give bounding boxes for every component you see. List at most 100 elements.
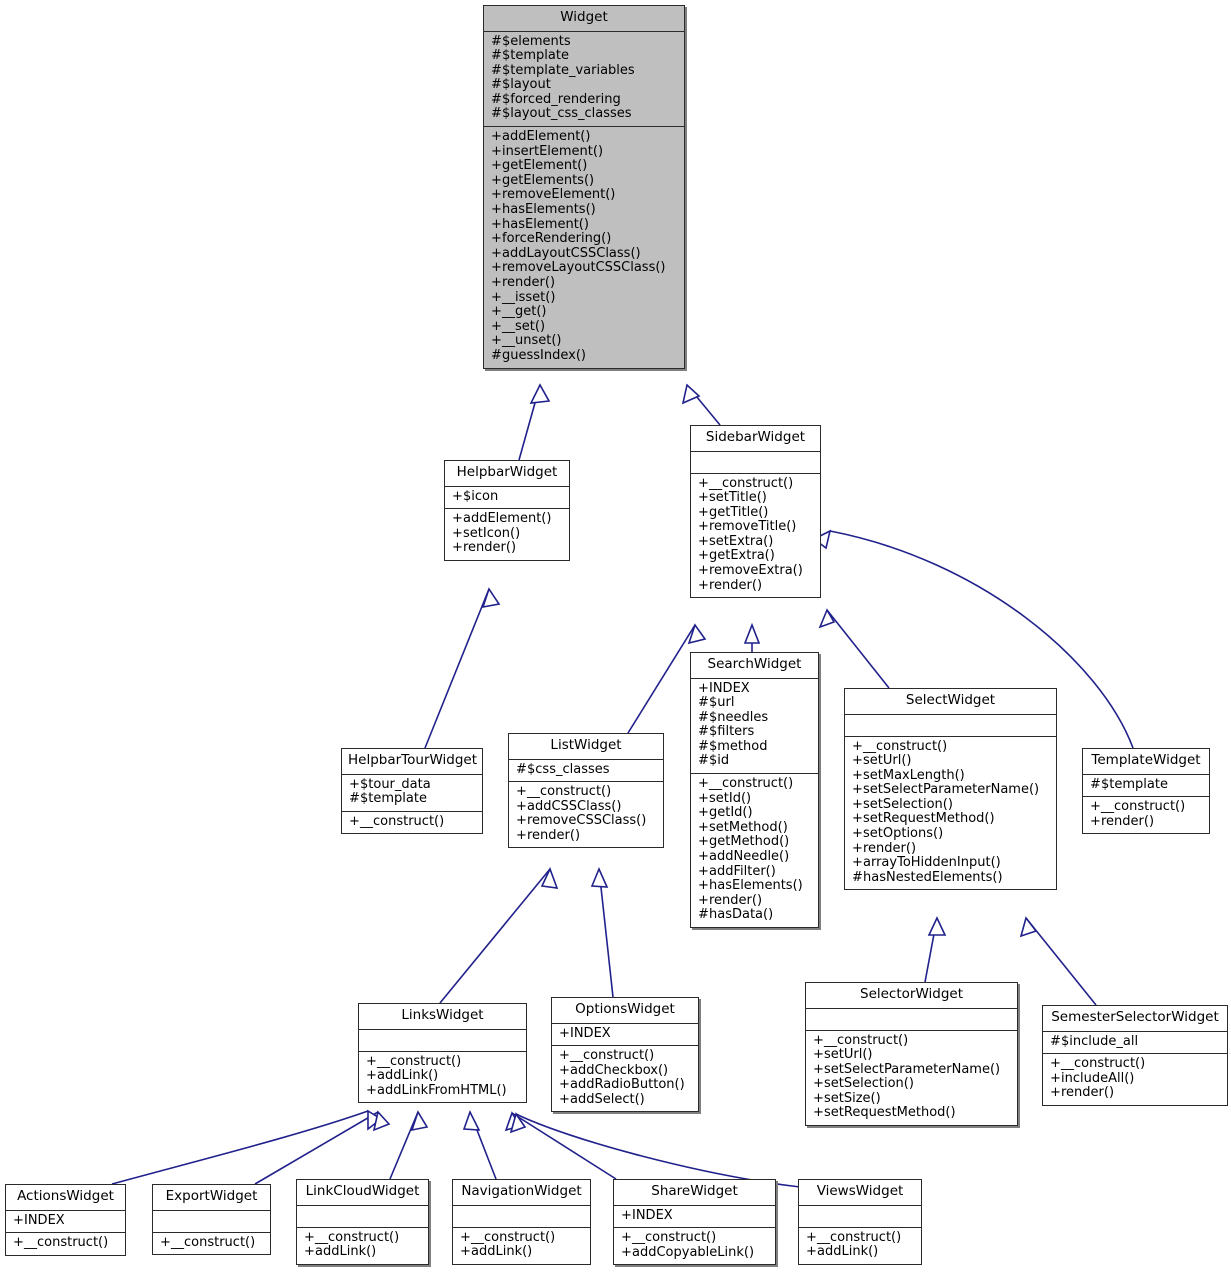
class-box-selectwidget[interactable]: SelectWidget +__construct() +setUrl() +s… bbox=[844, 688, 1057, 891]
arrowhead-select bbox=[818, 608, 836, 629]
class-box-helpbarwidget[interactable]: HelpbarWidget +$icon +addElement() +setI… bbox=[444, 460, 570, 561]
method-row: +addCopyableLink() bbox=[621, 1244, 755, 1260]
divider bbox=[691, 472, 820, 474]
attribute-row: #$layout bbox=[491, 77, 551, 93]
method-row: +__unset() bbox=[491, 333, 562, 349]
method-row: +removeCSSClass() bbox=[516, 813, 647, 829]
method-row: +__construct() bbox=[852, 738, 948, 754]
attribute-row: #$css_classes bbox=[516, 761, 610, 777]
method-row: +addElement() bbox=[452, 511, 552, 527]
divider bbox=[453, 1204, 590, 1206]
divider bbox=[153, 1209, 270, 1211]
method-row: +__construct() bbox=[621, 1230, 717, 1246]
class-name-helpbartourwidget: HelpbarTourWidget bbox=[348, 752, 478, 768]
divider bbox=[806, 1029, 1017, 1031]
class-name-linkcloudwidget: LinkCloudWidget bbox=[305, 1183, 420, 1199]
class-name-navigationwidget: NavigationWidget bbox=[461, 1183, 582, 1199]
divider bbox=[153, 1231, 270, 1233]
class-box-viewswidget[interactable]: ViewsWidget +__construct() +addLink() bbox=[798, 1179, 922, 1265]
attribute-row: #$elements bbox=[491, 33, 571, 49]
class-box-navigationwidget[interactable]: NavigationWidget +__construct() +addLink… bbox=[452, 1179, 591, 1265]
class-name-exportwidget: ExportWidget bbox=[165, 1188, 258, 1204]
divider bbox=[453, 1226, 590, 1228]
divider bbox=[6, 1232, 125, 1234]
method-row: +addSelect() bbox=[559, 1091, 645, 1107]
arrowhead-search bbox=[743, 622, 761, 644]
methods-compartment-selectorwidget: +__construct() +setUrl() +setSelectParam… bbox=[806, 1031, 1017, 1126]
method-row: +setRequestMethod() bbox=[813, 1105, 956, 1121]
divider bbox=[509, 758, 663, 760]
class-box-searchwidget[interactable]: SearchWidget +INDEX #$url #$needles #$fi… bbox=[690, 652, 819, 929]
divider bbox=[6, 1209, 125, 1211]
methods-compartment-actionswidget: +__construct() bbox=[6, 1233, 125, 1255]
class-box-linkcloudwidget[interactable]: LinkCloudWidget +__construct() +addLink(… bbox=[296, 1179, 429, 1265]
methods-compartment-linkswidget: +__construct() +addLink() +addLinkFromHT… bbox=[359, 1052, 526, 1103]
class-box-listwidget[interactable]: ListWidget #$css_classes +__construct() … bbox=[508, 733, 664, 849]
divider bbox=[552, 1022, 698, 1024]
divider bbox=[359, 1028, 526, 1030]
class-name-widget: Widget bbox=[560, 9, 608, 25]
divider bbox=[445, 485, 569, 487]
divider bbox=[342, 773, 482, 775]
class-name-linkswidget: LinksWidget bbox=[401, 1007, 484, 1023]
methods-compartment-sidebarwidget: +__construct() +setTitle() +getTitle() +… bbox=[691, 474, 820, 598]
attribute-row: #$method bbox=[698, 738, 768, 754]
class-box-widget[interactable]: Widget #$elements #$template #$template_… bbox=[483, 5, 685, 369]
divider bbox=[614, 1204, 775, 1206]
method-row: +setUrl() bbox=[813, 1047, 873, 1063]
attribute-row: #$template bbox=[491, 48, 569, 64]
edge-select-to-sidebar bbox=[826, 609, 890, 689]
attribute-row: +INDEX bbox=[13, 1212, 65, 1228]
edge-semesterselector-to-select bbox=[1025, 917, 1097, 1006]
method-row: +getMethod() bbox=[698, 834, 790, 850]
attributes-compartment-listwidget: #$css_classes bbox=[509, 760, 663, 782]
class-name-actionswidget: ActionsWidget bbox=[17, 1188, 114, 1204]
class-box-linkswidget[interactable]: LinksWidget +__construct() +addLink() +a… bbox=[358, 1003, 527, 1104]
class-box-selectorwidget[interactable]: SelectorWidget +__construct() +setUrl() … bbox=[805, 982, 1018, 1127]
method-row: +hasElement() bbox=[491, 216, 589, 232]
methods-compartment-searchwidget: +__construct() +setId() +getId() +setMet… bbox=[691, 774, 818, 927]
class-box-helpbartourwidget[interactable]: HelpbarTourWidget +$tour_data #$template… bbox=[341, 748, 483, 835]
methods-compartment-semesterselectorwidget: +__construct() +includeAll() +render() bbox=[1043, 1054, 1227, 1105]
method-row: +setUrl() bbox=[852, 753, 912, 769]
method-row: +setMaxLength() bbox=[852, 767, 965, 783]
attribute-row: #$id bbox=[698, 753, 730, 769]
edge-actions-to-links bbox=[111, 1110, 369, 1185]
methods-compartment-optionswidget: +__construct() +addCheckbox() +addRadioB… bbox=[552, 1046, 698, 1111]
method-row: +addLinkFromHTML() bbox=[366, 1082, 507, 1098]
method-row: +__set() bbox=[491, 318, 546, 334]
class-box-actionswidget[interactable]: ActionsWidget +INDEX +__construct() bbox=[5, 1184, 126, 1256]
method-row: +removeLayoutCSSClass() bbox=[491, 260, 666, 276]
method-row: +__construct() bbox=[460, 1229, 556, 1245]
method-row: +__construct() bbox=[559, 1048, 655, 1064]
method-row: +addRadioButton() bbox=[559, 1077, 685, 1093]
class-box-templatewidget[interactable]: TemplateWidget #$template +__construct()… bbox=[1082, 748, 1210, 835]
attributes-compartment-linkswidget bbox=[359, 1030, 526, 1051]
attributes-compartment-helpbarwidget: +$icon bbox=[445, 487, 569, 509]
attributes-compartment-sharewidget: +INDEX bbox=[614, 1206, 775, 1228]
method-row: +setTitle() bbox=[698, 490, 767, 506]
method-row: +render() bbox=[1090, 813, 1155, 829]
class-name-templatewidget: TemplateWidget bbox=[1091, 752, 1201, 768]
method-row: +addLink() bbox=[806, 1244, 879, 1260]
method-row: #hasNestedElements() bbox=[852, 869, 1003, 885]
class-box-semesterselectorwidget[interactable]: SemesterSelectorWidget #$include_all +__… bbox=[1042, 1005, 1228, 1106]
divider bbox=[445, 508, 569, 510]
methods-compartment-viewswidget: +__construct() +addLink() bbox=[799, 1228, 921, 1264]
method-row: +setSelection() bbox=[813, 1076, 914, 1092]
class-box-optionswidget[interactable]: OptionsWidget +INDEX +__construct() +add… bbox=[551, 997, 699, 1113]
class-box-exportwidget[interactable]: ExportWidget +__construct() bbox=[152, 1184, 271, 1256]
method-row: +addFilter() bbox=[698, 863, 776, 879]
methods-compartment-listwidget: +__construct() +addCSSClass() +removeCSS… bbox=[509, 782, 663, 847]
method-row: +__get() bbox=[491, 304, 547, 320]
divider bbox=[1083, 796, 1209, 798]
attribute-row: +$icon bbox=[452, 488, 499, 504]
edge-helpbartour-to-helpbar bbox=[424, 588, 490, 749]
method-row: +getElement() bbox=[491, 158, 588, 174]
method-row: +render() bbox=[452, 540, 517, 556]
class-box-sharewidget[interactable]: ShareWidget +INDEX +__construct() +addCo… bbox=[613, 1179, 776, 1266]
class-box-sidebarwidget[interactable]: SidebarWidget +__construct() +setTitle()… bbox=[690, 425, 821, 599]
method-row: #hasData() bbox=[698, 907, 774, 923]
attributes-compartment-selectorwidget bbox=[806, 1009, 1017, 1030]
methods-compartment-linkcloudwidget: +__construct() +addLink() bbox=[297, 1228, 428, 1264]
